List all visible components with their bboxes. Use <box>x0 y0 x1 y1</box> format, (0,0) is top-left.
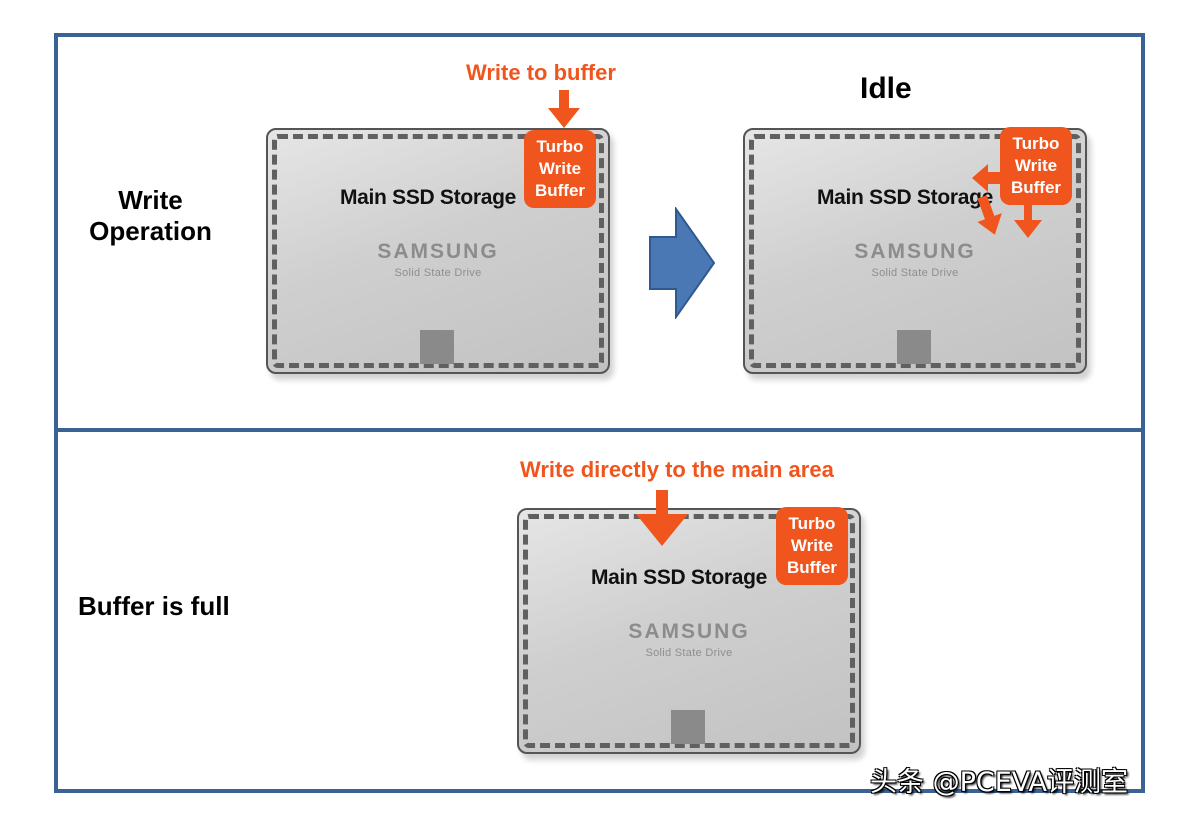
ssd-subtitle: Solid State Drive <box>871 267 959 279</box>
turbo-write-buffer-block: Turbo Write Buffer <box>776 507 848 585</box>
panel-divider <box>54 428 1145 432</box>
idle-title: Idle <box>860 72 912 105</box>
row-label-line1: Write <box>118 185 183 215</box>
main-storage-label: Main SSD Storage <box>590 566 768 589</box>
buffer-line-1: Turbo <box>536 137 584 156</box>
turbo-write-buffer-block: Turbo Write Buffer <box>524 130 596 208</box>
buffer-line-2: Write <box>790 536 834 555</box>
buffer-line-1: Turbo <box>788 514 836 533</box>
arrow-down-icon <box>548 90 580 128</box>
buffer-line-3: Buffer <box>786 558 838 577</box>
buffer-line-2: Write <box>1014 156 1058 175</box>
ssd-idle-stage: Main SSD Storage SAMSUNG Solid State Dri… <box>743 128 1087 374</box>
ssd-write-stage: Main SSD Storage SAMSUNG Solid State Dri… <box>266 128 610 374</box>
ssd-brand-logo: SAMSUNG <box>628 620 750 643</box>
ssd-subtitle: Solid State Drive <box>394 267 482 279</box>
ssd-connector <box>671 710 705 744</box>
ssd-dotted-border <box>749 134 1081 368</box>
diagram-frame <box>54 33 1145 793</box>
turbo-write-buffer-block: Turbo Write Buffer <box>1000 127 1072 205</box>
ssd-connector <box>420 330 454 364</box>
row-label-write-operation: Write Operation <box>78 185 223 247</box>
ssd-brand-logo: SAMSUNG <box>854 240 976 263</box>
write-to-buffer-annotation: Write to buffer <box>466 60 616 85</box>
watermark: 头条 @PCEVA评测室 <box>870 767 1128 798</box>
row-label-line2: Operation <box>89 216 212 247</box>
buffer-line-1: Turbo <box>1012 134 1060 153</box>
ssd-dotted-border <box>272 134 604 368</box>
main-storage-label: Main SSD Storage <box>339 186 517 209</box>
right-arrow-icon <box>649 207 716 319</box>
ssd-dotted-border <box>523 514 855 748</box>
flush-arrows-icon <box>972 164 1042 238</box>
arrow-down-icon <box>636 490 688 546</box>
buffer-line-3: Buffer <box>1010 178 1062 197</box>
ssd-subtitle: Solid State Drive <box>645 647 733 659</box>
row-label-buffer-full: Buffer is full <box>78 591 230 621</box>
ssd-connector <box>897 330 931 364</box>
main-storage-label: Main SSD Storage <box>816 186 994 209</box>
ssd-brand-logo: SAMSUNG <box>377 240 499 263</box>
buffer-line-2: Write <box>538 159 582 178</box>
buffer-line-3: Buffer <box>534 181 586 200</box>
write-directly-annotation: Write directly to the main area <box>520 457 834 482</box>
